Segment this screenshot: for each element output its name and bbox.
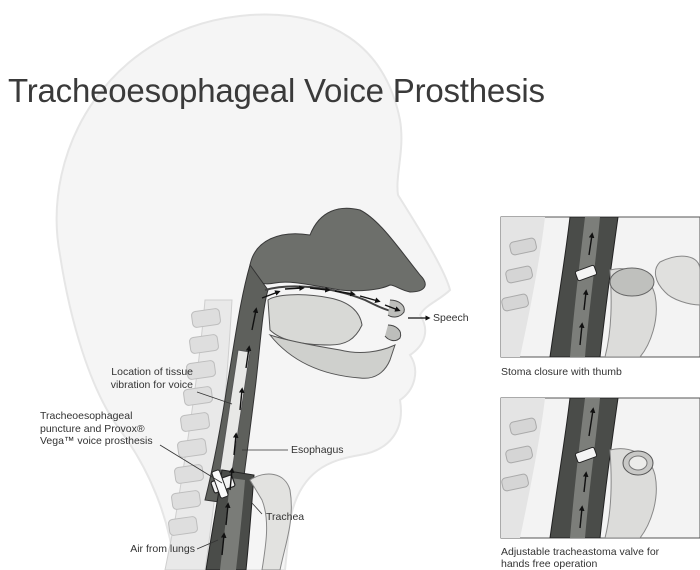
inset-caption-stoma-thumb: Stoma closure with thumb bbox=[501, 366, 700, 378]
label-vibration-line1: Location of tissue bbox=[80, 366, 193, 379]
inset-caption-valve-line2: hands free operation bbox=[501, 558, 700, 570]
inset-caption-valve: Adjustable tracheastoma valve for hands … bbox=[501, 546, 700, 570]
label-puncture-line3: Vega™ voice prosthesis bbox=[40, 435, 170, 448]
label-puncture: Tracheoesophageal puncture and Provox® V… bbox=[40, 410, 170, 448]
label-air-from-lungs: Air from lungs bbox=[100, 543, 195, 556]
inset-caption-stoma-thumb-line1: Stoma closure with thumb bbox=[501, 366, 700, 378]
inset-caption-valve-line1: Adjustable tracheastoma valve for bbox=[501, 546, 700, 558]
diagram-title: Tracheoesophageal Voice Prosthesis bbox=[8, 72, 545, 110]
label-vibration: Location of tissue vibration for voice bbox=[80, 366, 193, 391]
label-speech: Speech bbox=[433, 312, 469, 325]
label-vibration-line2: vibration for voice bbox=[80, 379, 193, 392]
label-esophagus: Esophagus bbox=[291, 444, 344, 457]
label-puncture-line2: puncture and Provox® bbox=[40, 423, 170, 436]
label-puncture-line1: Tracheoesophageal bbox=[40, 410, 170, 423]
label-trachea: Trachea bbox=[266, 511, 304, 524]
